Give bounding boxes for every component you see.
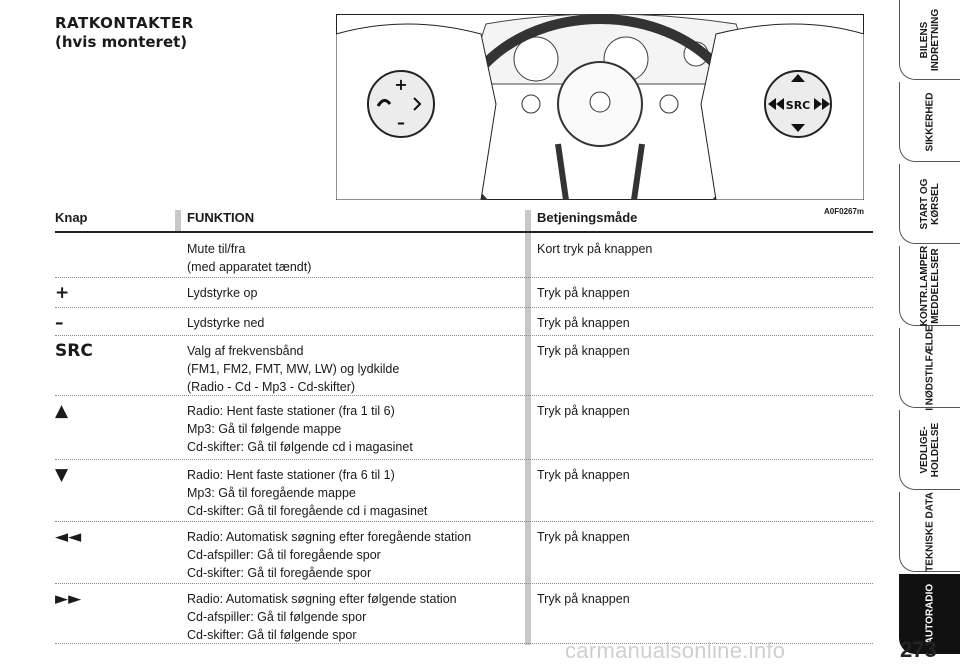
table-row: ◄◄ Radio: Automatisk søgning efter foregå… <box>55 524 873 584</box>
tab-autoradio[interactable]: AUTORADIO <box>899 574 960 654</box>
button-symbol: ▼ <box>55 465 69 485</box>
function-line: Cd-skifter: Gå til følgende cd i magasin… <box>187 440 413 454</box>
function-line: Cd-afspiller: Gå til foregående spor <box>187 548 381 562</box>
row-divider <box>55 277 873 278</box>
tab-label: SIKKERHED <box>924 92 936 151</box>
seek-forward-icon <box>814 98 830 110</box>
tab-start-og-korsel[interactable]: START OG KØRSEL <box>899 164 960 244</box>
row-divider <box>55 643 873 644</box>
header-rule <box>55 231 873 233</box>
section-heading: RATKONTAKTER (hvis monteret) <box>55 14 194 52</box>
steering-wheel-illustration: + – SRC <box>336 14 864 200</box>
function-text: Radio: Automatisk søgning efter foregåen… <box>187 528 517 582</box>
button-symbol: ◄◄ <box>55 527 82 547</box>
tab-tekniske-data[interactable]: TEKNISKE DATA <box>899 492 960 572</box>
function-text: Radio: Hent faste stationer (fra 6 til 1… <box>187 466 517 520</box>
function-line: Radio: Automatisk søgning efter foregåen… <box>187 530 472 544</box>
arrow-up-icon <box>791 74 805 82</box>
operation-text: Tryk på knappen <box>537 468 630 482</box>
watermark: carmanualsonline.info <box>565 638 786 663</box>
chapter-tabs: BILENS INDRETNING SIKKERHED START OG KØRSE… <box>899 0 960 669</box>
tab-label: START OG KØRSEL <box>919 178 941 229</box>
row-divider <box>55 521 873 522</box>
row-divider <box>55 395 873 396</box>
operation-text: Tryk på knappen <box>537 530 630 544</box>
function-text: Radio: Hent faste stationer (fra 1 til 6… <box>187 402 517 456</box>
tab-vedligeholdelse[interactable]: VEDLIGE- HOLDELSE <box>899 410 960 490</box>
table-row: ►► Radio: Automatisk søgning efter følgen… <box>55 586 873 644</box>
src-button-label: SRC <box>786 99 810 112</box>
table-row: + Lydstyrke op Tryk på knappen <box>55 280 873 308</box>
function-line: Mp3: Gå til følgende mappe <box>187 422 342 436</box>
function-line: Cd-skifter: Gå til følgende spor <box>187 628 357 642</box>
operation-text: Tryk på knappen <box>537 316 630 330</box>
col-header-function: FUNKTION <box>187 210 255 225</box>
table-row: ▲ Radio: Hent faste stationer (fra 1 til … <box>55 398 873 460</box>
function-text: Mute til/fra (med apparatet tændt) <box>187 240 517 276</box>
arrow-down-icon <box>791 124 805 132</box>
function-line: Lydstyrke ned <box>187 316 265 330</box>
tab-label: I NØDSTILFÆLDE <box>924 324 936 411</box>
section-subtitle: (hvis monteret) <box>55 33 188 51</box>
tab-label: TEKNISKE DATA <box>924 491 936 572</box>
tab-label: BILENS INDRETNING <box>919 8 941 71</box>
tab-bilens-indretning[interactable]: BILENS INDRETNING <box>899 0 960 80</box>
function-text: Lydstyrke op <box>187 284 517 302</box>
col-bar <box>175 210 181 232</box>
function-line: Radio: Automatisk søgning efter følgende… <box>187 592 457 606</box>
col-header-key: Knap <box>55 210 88 225</box>
row-divider <box>55 459 873 460</box>
table-row: ▼ Radio: Hent faste stationer (fra 6 til … <box>55 462 873 522</box>
col-header-operation: Betjeningsmåde <box>537 210 638 225</box>
section-title: RATKONTAKTER <box>55 14 194 32</box>
seek-back-icon <box>768 98 784 110</box>
operation-text: Kort tryk på knappen <box>537 242 653 256</box>
operation-text: Tryk på knappen <box>537 404 630 418</box>
operation-text: Tryk på knappen <box>537 286 630 300</box>
table-row: – Lydstyrke ned Tryk på knappen <box>55 310 873 336</box>
tab-label: KONTR.LAMPER MEDDELELSER <box>919 245 941 326</box>
volume-up-mark: + <box>394 75 407 94</box>
function-text: Valg af frekvensbånd (FM1, FM2, FMT, MW, … <box>187 342 517 396</box>
phone-icon <box>376 99 392 107</box>
operation-text: Tryk på knappen <box>537 344 630 358</box>
function-line: Radio: Hent faste stationer (fra 1 til 6… <box>187 404 395 418</box>
tab-sikkerhed[interactable]: SIKKERHED <box>899 82 960 162</box>
function-line: Cd-skifter: Gå til foregående spor <box>187 566 372 580</box>
button-symbol: – <box>55 313 64 333</box>
row-divider <box>55 307 873 308</box>
speaker-icon <box>413 97 422 111</box>
function-line: (Radio - Cd - Mp3 - Cd-skifter) <box>187 380 356 394</box>
function-text: Radio: Automatisk søgning efter følgende… <box>187 590 517 644</box>
button-symbol: + <box>55 283 70 303</box>
tab-label: VEDLIGE- HOLDELSE <box>919 422 941 477</box>
function-line: Valg af frekvensbånd <box>187 344 304 358</box>
function-line: Cd-afspiller: Gå til følgende spor <box>187 610 367 624</box>
tab-label: AUTORADIO <box>924 583 936 644</box>
function-line: Lydstyrke op <box>187 286 258 300</box>
function-line: Cd-skifter: Gå til foregående cd i magas… <box>187 504 428 518</box>
tab-nodstilfaelde[interactable]: I NØDSTILFÆLDE <box>899 324 960 411</box>
row-divider <box>55 335 873 336</box>
function-line: Mute til/fra <box>187 242 246 256</box>
function-line: Radio: Hent faste stationer (fra 6 til 1… <box>187 468 395 482</box>
function-line: Mp3: Gå til foregående mappe <box>187 486 356 500</box>
volume-down-mark: – <box>397 113 405 132</box>
tab-kontrollamper[interactable]: KONTR.LAMPER MEDDELELSER <box>899 245 960 326</box>
button-symbol: SRC <box>55 341 93 361</box>
button-symbol: ▲ <box>55 401 69 421</box>
button-symbol: ►► <box>55 589 82 609</box>
table-row: SRC Valg af frekvensbånd (FM1, FM2, FMT, M… <box>55 338 873 396</box>
row-divider <box>55 583 873 584</box>
operation-text: Tryk på knappen <box>537 592 630 606</box>
page-number: 273 <box>900 637 937 662</box>
function-line: (med apparatet tændt) <box>187 260 312 274</box>
figure-code: A0F0267m <box>824 207 865 216</box>
col-bar <box>525 210 531 645</box>
function-line: (FM1, FM2, FMT, MW, LW) og lydkilde <box>187 362 400 376</box>
function-text: Lydstyrke ned <box>187 314 517 332</box>
table-row: Mute til/fra (med apparatet tændt) Kort tr… <box>55 236 873 278</box>
